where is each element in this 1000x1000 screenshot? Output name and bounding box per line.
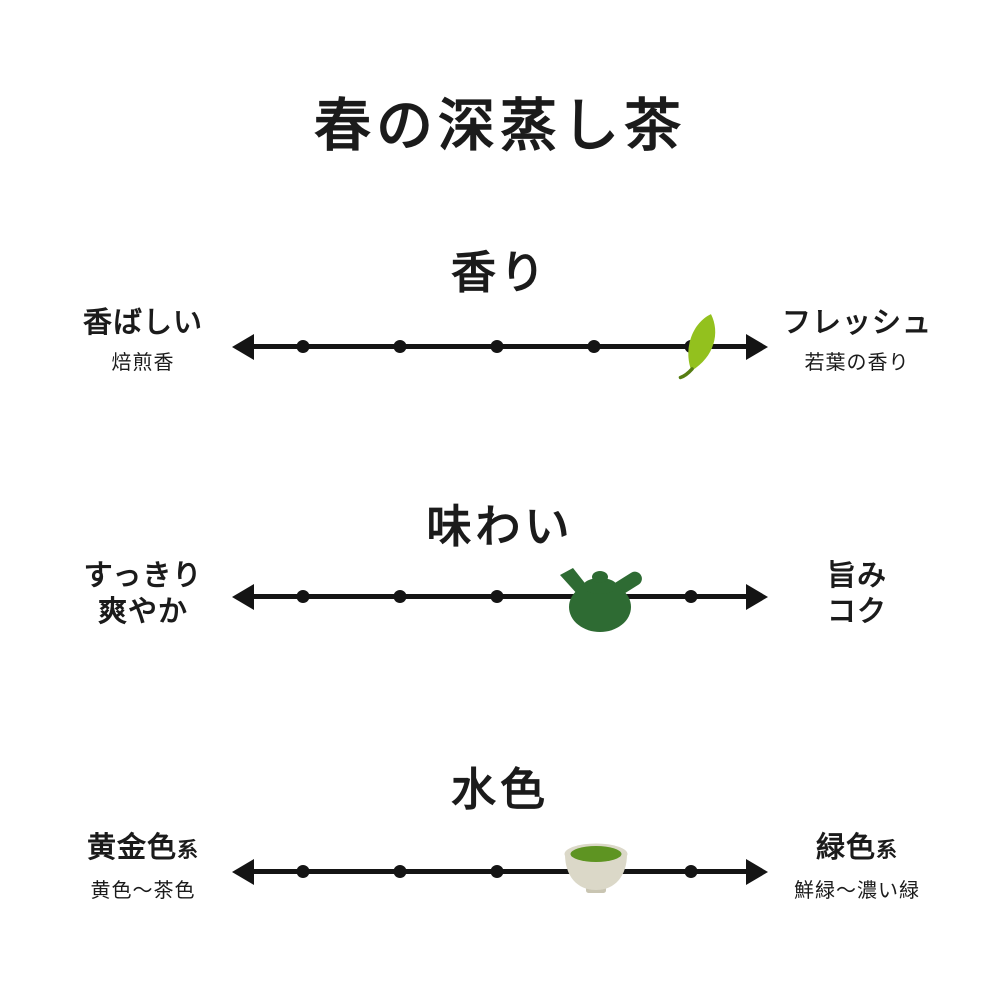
teapot-icon	[554, 560, 648, 634]
scale-aroma-title: 香り	[450, 248, 549, 298]
scale-aroma-left-label: 香ばしい 焙煎香	[33, 305, 253, 376]
scale-liquor-left-label: 黄金色系 黄色〜茶色	[33, 830, 253, 904]
left-label-text2: 爽やか	[97, 596, 188, 628]
scale-dot	[684, 590, 698, 603]
scale-dot	[393, 590, 407, 603]
right-label-main: 緑色	[815, 832, 876, 864]
left-label-main: 黄金色	[86, 832, 177, 864]
scale-liquor-right-label: 緑色系 鮮緑〜濃い緑	[747, 830, 967, 904]
left-label-text: 黄金色系	[33, 830, 253, 869]
right-label-text2: コク	[826, 596, 887, 628]
left-label-suffix: 系	[177, 839, 199, 862]
scale-taste-title: 味わい	[426, 502, 574, 552]
right-label-text: 緑色系	[747, 830, 967, 869]
leaf-icon	[672, 309, 726, 385]
scale-taste-right-label: 旨み コク	[747, 558, 967, 630]
right-label-sub: 鮮緑〜濃い緑	[794, 880, 920, 902]
left-label-sub: 黄色〜茶色	[90, 880, 196, 902]
scale-dot	[490, 865, 504, 878]
scale-dot	[296, 340, 310, 353]
left-label-text: 香ばしい	[82, 307, 203, 339]
scale-aroma-right-label: フレッシュ 若葉の香り	[747, 305, 967, 376]
right-label-sub: 若葉の香り	[804, 352, 910, 374]
right-label-text: フレッシュ	[781, 307, 932, 339]
scale-dot	[296, 865, 310, 878]
scale-dot	[490, 340, 504, 353]
page-title: 春の深蒸し茶	[314, 95, 686, 158]
scale-dot	[684, 865, 698, 878]
scale-liquor-track	[232, 843, 768, 893]
right-label-suffix: 系	[876, 839, 898, 862]
scale-dot	[490, 590, 504, 603]
scale-dot	[393, 340, 407, 353]
scale-dot	[587, 340, 601, 353]
scale-liquor-color-title: 水色	[450, 765, 549, 815]
left-label-sub: 焙煎香	[111, 352, 175, 374]
right-label-text: 旨み	[826, 560, 887, 592]
scale-aroma-track	[232, 313, 768, 379]
scale-dot	[296, 590, 310, 603]
scale-taste-left-label: すっきり 爽やか	[33, 558, 253, 630]
scale-taste-track	[232, 567, 768, 632]
left-label-text: すっきり	[83, 560, 203, 592]
scale-dot	[393, 865, 407, 878]
teacup-icon	[557, 837, 635, 899]
